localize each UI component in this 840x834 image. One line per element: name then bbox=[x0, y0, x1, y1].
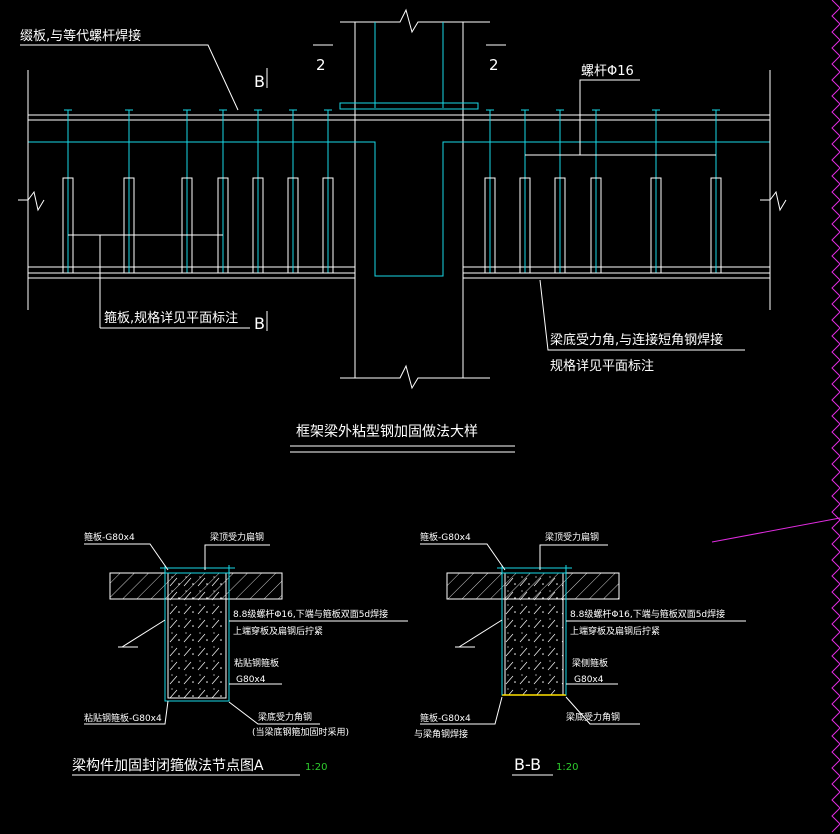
a-label-stirrup: 箍板-G80x4 bbox=[84, 531, 135, 543]
b-label-bottom-plate-1: 箍板-G80x4 bbox=[420, 712, 471, 724]
a-label-bottom-plate: 粘贴钢箍板-G80x4 bbox=[84, 712, 162, 724]
a-label-bottom-angle-1: 梁底受力角钢 bbox=[258, 711, 312, 723]
b-label-bottom-angle: 梁底受力角钢 bbox=[566, 711, 620, 723]
column bbox=[339, 8, 490, 390]
bolt bbox=[252, 109, 264, 274]
b-label-bolt-1: 8.8级螺杆Φ16,下端与箍板双面5d焊接 bbox=[570, 608, 725, 620]
b-label-side-plate-2: G80x4 bbox=[574, 675, 604, 685]
edge-marker bbox=[831, 0, 840, 833]
a-label-bolt-2: 上端穿板及扁钢后拧紧 bbox=[233, 625, 323, 637]
bolt bbox=[217, 109, 229, 274]
bolt bbox=[554, 109, 566, 274]
label-section-mark-top: B bbox=[254, 72, 265, 91]
detail-a-title: 梁构件加固封闭箍做法节点图A bbox=[72, 757, 264, 774]
bolt bbox=[62, 109, 74, 274]
label-section-mark-bottom: B bbox=[254, 314, 265, 333]
b-label-stirrup: 箍板-G80x4 bbox=[420, 531, 471, 543]
label-stirrup-plate: 箍板,规格详见平面标注 bbox=[104, 310, 238, 326]
label-bolt: 螺杆Φ16 bbox=[581, 64, 634, 79]
a-label-side-plate-1: 粘贴钢箍板 bbox=[234, 657, 279, 669]
label-cut-right: 2 bbox=[489, 56, 499, 74]
bolt-array bbox=[62, 109, 722, 274]
label-batten-plate: 缀板,与等代螺杆焊接 bbox=[20, 28, 141, 44]
beam-outline bbox=[18, 70, 787, 310]
bolt bbox=[287, 109, 299, 274]
elevation-drawing bbox=[18, 8, 787, 453]
label-cut-left: 2 bbox=[316, 56, 326, 74]
reference-line bbox=[711, 517, 840, 543]
detail-b-title: B-B bbox=[514, 755, 541, 774]
bolt bbox=[484, 109, 496, 274]
bolt bbox=[590, 109, 602, 274]
detail-b-drawing bbox=[420, 543, 746, 776]
b-label-bottom-plate-2: 与梁角钢焊接 bbox=[414, 728, 468, 740]
detail-b-scale: 1:20 bbox=[556, 762, 578, 773]
b-label-bolt-2: 上端穿板及扁钢后拧紧 bbox=[570, 625, 660, 637]
b-label-side-plate-1: 梁侧箍板 bbox=[572, 657, 608, 669]
bolt bbox=[710, 109, 722, 274]
a-label-top-angle: 梁顶受力扁钢 bbox=[210, 531, 264, 543]
elevation-title: 框架梁外粘型钢加固做法大样 bbox=[296, 424, 478, 440]
label-bottom-angle-1: 梁底受力角,与连接短角钢焊接 bbox=[550, 332, 723, 348]
a-label-bottom-angle-2: (当梁底钢箍加固时采用) bbox=[252, 726, 349, 738]
bolt bbox=[123, 109, 135, 274]
a-label-bolt-1: 8.8级螺杆Φ16,下端与箍板双面5d焊接 bbox=[233, 608, 388, 620]
elevation-leaders bbox=[20, 44, 745, 351]
b-label-top-angle: 梁顶受力扁钢 bbox=[545, 531, 599, 543]
a-label-side-plate-2: G80x4 bbox=[236, 675, 266, 685]
label-bottom-angle-2: 规格详见平面标注 bbox=[550, 358, 654, 374]
bolt bbox=[322, 109, 334, 274]
detail-a-drawing bbox=[72, 543, 408, 776]
bolt bbox=[650, 109, 662, 274]
bolt bbox=[519, 109, 531, 274]
bolt bbox=[181, 109, 193, 274]
detail-a-scale: 1:20 bbox=[305, 762, 327, 773]
